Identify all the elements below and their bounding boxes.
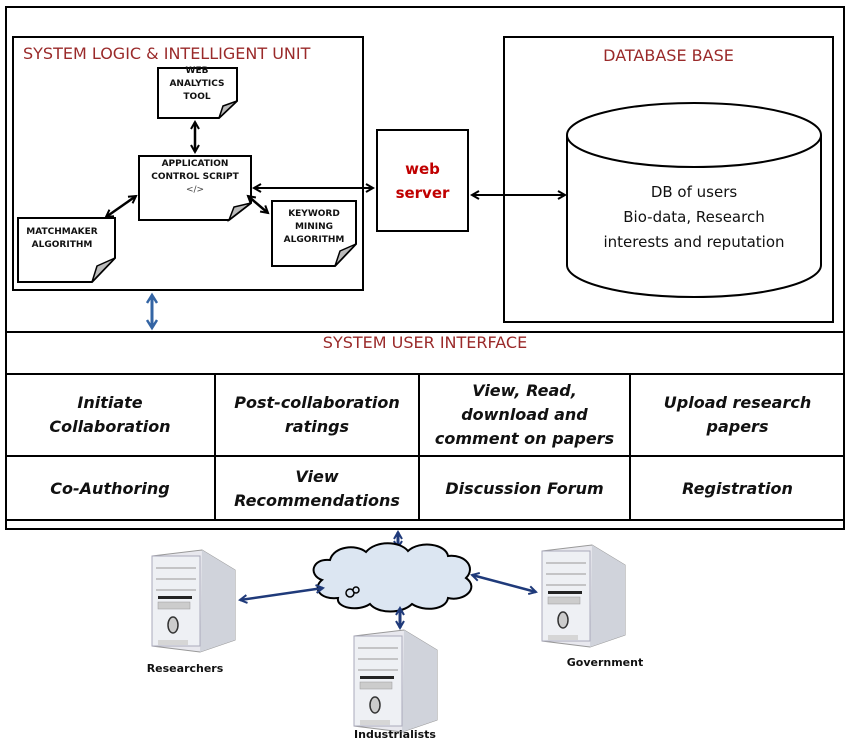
arrow-cloud-government bbox=[472, 575, 536, 592]
database-cylinder bbox=[566, 102, 822, 298]
code-icon: </> bbox=[185, 185, 205, 195]
database-line: Bio-data, Research bbox=[623, 208, 765, 226]
keyword-mining-line: KEYWORD bbox=[288, 209, 340, 219]
web-analytics-line: TOOL bbox=[183, 92, 211, 102]
web-server-label-line1: web bbox=[405, 159, 440, 178]
web-analytics-line: ANALYTICS bbox=[169, 79, 225, 89]
keyword-mining-doc bbox=[271, 200, 357, 267]
feature-view-recommendations[interactable]: View Recommendations bbox=[216, 457, 420, 520]
industrialists-label: Industrialists bbox=[354, 728, 436, 741]
feature-initiate-collaboration[interactable]: Initiate Collaboration bbox=[6, 375, 216, 457]
matchmaker-line: MATCHMAKER bbox=[26, 227, 98, 237]
ui-feature-grid: Initiate Collaboration Post-collaboratio… bbox=[6, 375, 844, 520]
matchmaker-label: MATCHMAKER ALGORITHM bbox=[18, 226, 106, 252]
app-control-line: CONTROL SCRIPT bbox=[151, 172, 239, 182]
matchmaker-doc bbox=[17, 217, 116, 283]
web-server-box: web server bbox=[376, 129, 469, 232]
database-line: DB of users bbox=[650, 183, 738, 201]
internet-cloud bbox=[312, 542, 473, 613]
government-computer-icon bbox=[541, 544, 626, 648]
database-title: DATABASE BASE bbox=[603, 46, 734, 65]
industrialists-computer-icon bbox=[353, 629, 438, 733]
database-description: DB of users Bio-data, Research interests… bbox=[567, 180, 821, 255]
app-control-label: APPLICATION CONTROL SCRIPT </> bbox=[139, 158, 251, 197]
feature-post-collaboration-ratings[interactable]: Post-collaboration ratings bbox=[216, 375, 420, 457]
web-server-label-line2: server bbox=[395, 183, 450, 202]
web-analytics-doc bbox=[157, 67, 238, 119]
arrow-control-keyword bbox=[248, 196, 268, 213]
keyword-mining-label: KEYWORD MINING ALGORITHM bbox=[272, 208, 356, 247]
feature-view-read-download-comment[interactable]: View, Read, download and comment on pape… bbox=[420, 375, 631, 457]
arrow-cloud-researchers bbox=[240, 588, 323, 600]
keyword-mining-line: ALGORITHM bbox=[283, 235, 345, 245]
arrow-control-matchmaker bbox=[106, 196, 136, 217]
researchers-computer-icon bbox=[151, 549, 236, 653]
feature-co-authoring[interactable]: Co-Authoring bbox=[6, 457, 216, 520]
web-analytics-label: WEB ANALYTICS TOOL bbox=[158, 65, 236, 104]
matchmaker-line: ALGORITHM bbox=[31, 240, 93, 250]
web-analytics-line: WEB bbox=[185, 66, 209, 76]
feature-registration[interactable]: Registration bbox=[682, 478, 793, 498]
feature-upload-research-papers[interactable]: Upload research papers bbox=[631, 375, 844, 457]
feature-discussion-forum[interactable]: Discussion Forum bbox=[420, 457, 631, 520]
logic-unit-title: SYSTEM LOGIC & INTELLIGENT UNIT bbox=[23, 44, 311, 63]
app-control-doc bbox=[138, 155, 252, 223]
app-control-line: APPLICATION bbox=[161, 159, 229, 169]
ui-title: SYSTEM USER INTERFACE bbox=[322, 333, 528, 352]
government-label: Government bbox=[566, 656, 644, 669]
researchers-label: Researchers bbox=[146, 662, 224, 675]
keyword-mining-line: MINING bbox=[294, 222, 334, 232]
database-line: interests and reputation bbox=[603, 233, 785, 251]
